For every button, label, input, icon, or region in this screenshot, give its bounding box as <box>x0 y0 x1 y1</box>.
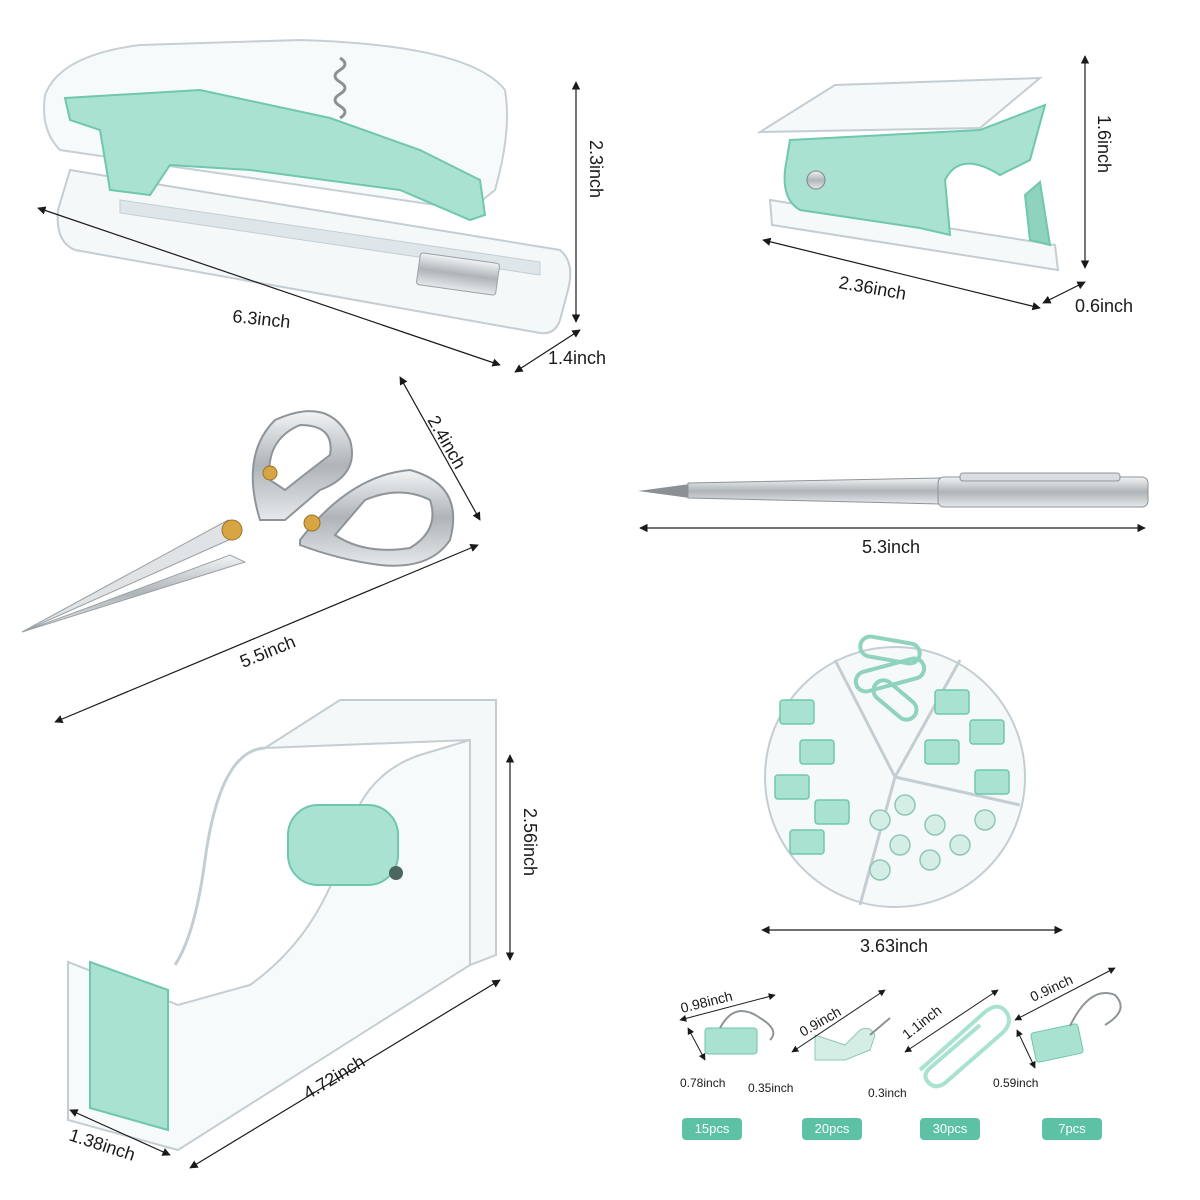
remover-length-line <box>762 237 1041 311</box>
binder-small-dim-a: 0.9inch <box>1028 971 1076 1005</box>
stapler-spring <box>333 56 347 120</box>
count-badge-paper-clip: 30pcs <box>920 1118 980 1140</box>
pushpin-dim-a-line <box>791 989 886 1053</box>
count-badge-binder-large: 15pcs <box>682 1118 742 1140</box>
divider-2 <box>893 659 962 778</box>
stapler-length-line <box>37 206 501 367</box>
box-paper-clips <box>853 634 927 722</box>
accessory-paper-clip <box>918 1004 1011 1089</box>
pen-barrel <box>687 477 941 505</box>
stapler-height-label: 2.3inch <box>586 140 606 198</box>
dispenser-width-line <box>69 1109 171 1156</box>
remover-jaw <box>1023 180 1052 247</box>
pushpin-dim-a: 0.9inch <box>797 1003 844 1039</box>
count-badge-binder-large-text: 15pcs <box>694 1121 730 1136</box>
binder-large-dim-b-line <box>687 1027 706 1061</box>
pen-clip <box>959 472 1121 482</box>
scissors-length-line <box>54 544 479 723</box>
tape-roll-hub <box>389 866 403 880</box>
stapler-mint-arm <box>63 88 487 222</box>
scissors-length-label: 5.5inch <box>237 631 298 671</box>
accessory-binder-clip-small <box>1030 992 1122 1063</box>
dispenser-mint-cap <box>89 960 169 1132</box>
remover-width-label: 0.6inch <box>1075 296 1133 316</box>
scissors-blade-upper <box>21 519 241 633</box>
remover-height-label: 1.6inch <box>1094 115 1114 173</box>
pushpin-dim-b: 0.35inch <box>748 1081 793 1095</box>
scissors-handle-screw-2 <box>262 465 278 481</box>
binder-small-dim-b: 0.59inch <box>993 1076 1038 1090</box>
scissors-blade-lower <box>21 554 247 633</box>
binder-large-dim-b: 0.78inch <box>680 1076 725 1090</box>
accessory-binder-clip-large <box>704 1009 775 1055</box>
dispenser-height-label: 2.56inch <box>520 808 540 876</box>
scissors <box>21 410 455 633</box>
stapler-length-label: 6.3inch <box>232 306 292 332</box>
divider-3 <box>858 776 897 906</box>
box-push-pins <box>869 794 996 881</box>
scissors-handle-label: 2.4inch <box>424 412 470 472</box>
scissors-handle-upper <box>251 410 353 521</box>
count-badge-binder-small: 7pcs <box>1042 1118 1102 1140</box>
divider-1 <box>833 659 897 778</box>
remover-rivet <box>806 170 826 190</box>
count-badge-push-pin-text: 20pcs <box>814 1121 850 1136</box>
count-badge-paper-clip-text: 30pcs <box>932 1121 968 1136</box>
stapler-width-line <box>514 329 581 373</box>
clip-box-diameter-label: 3.63inch <box>860 936 928 956</box>
remover-width-line <box>1042 281 1086 304</box>
count-badge-binder-small-text: 7pcs <box>1058 1121 1086 1136</box>
scissors-handle-line <box>399 376 481 521</box>
dispenser-length-line <box>189 979 501 1169</box>
pen-tip <box>638 484 690 498</box>
pen-length-label: 5.3inch <box>862 537 920 557</box>
dispenser-curve-edge <box>173 746 266 966</box>
box-binder-clips-right <box>924 689 1010 795</box>
scissors-pivot-screw <box>221 519 243 541</box>
count-badge-push-pin: 20pcs <box>802 1118 862 1140</box>
binder-large-dim-a: 0.98inch <box>679 988 734 1016</box>
binder-small-dim-b-line <box>1016 1029 1036 1069</box>
paperclip-dim-a: 1.1inch <box>899 1002 944 1042</box>
box-binder-clips-left <box>774 699 850 855</box>
paperclip-dim-a-line <box>904 989 999 1053</box>
binder-large-dim-a-line <box>679 993 776 1022</box>
remover-acrylic-top <box>756 76 1043 134</box>
remover-length-label: 2.36inch <box>837 272 908 304</box>
paperclip-dim-b: 0.3inch <box>868 1086 907 1100</box>
tape-roll <box>287 804 399 886</box>
remover-mint-body <box>783 103 1047 237</box>
tape-dispenser <box>67 699 497 1152</box>
pen <box>638 472 1149 508</box>
binder-small-dim-a-line <box>1014 967 1116 1021</box>
clip-box <box>764 634 1026 908</box>
stapler-width-label: 1.4inch <box>548 348 606 368</box>
staple-remover <box>756 76 1060 272</box>
stapler-base <box>56 168 572 335</box>
scissors-handle-screw <box>303 514 321 532</box>
stapler <box>43 38 572 335</box>
divider-4 <box>894 775 1021 807</box>
